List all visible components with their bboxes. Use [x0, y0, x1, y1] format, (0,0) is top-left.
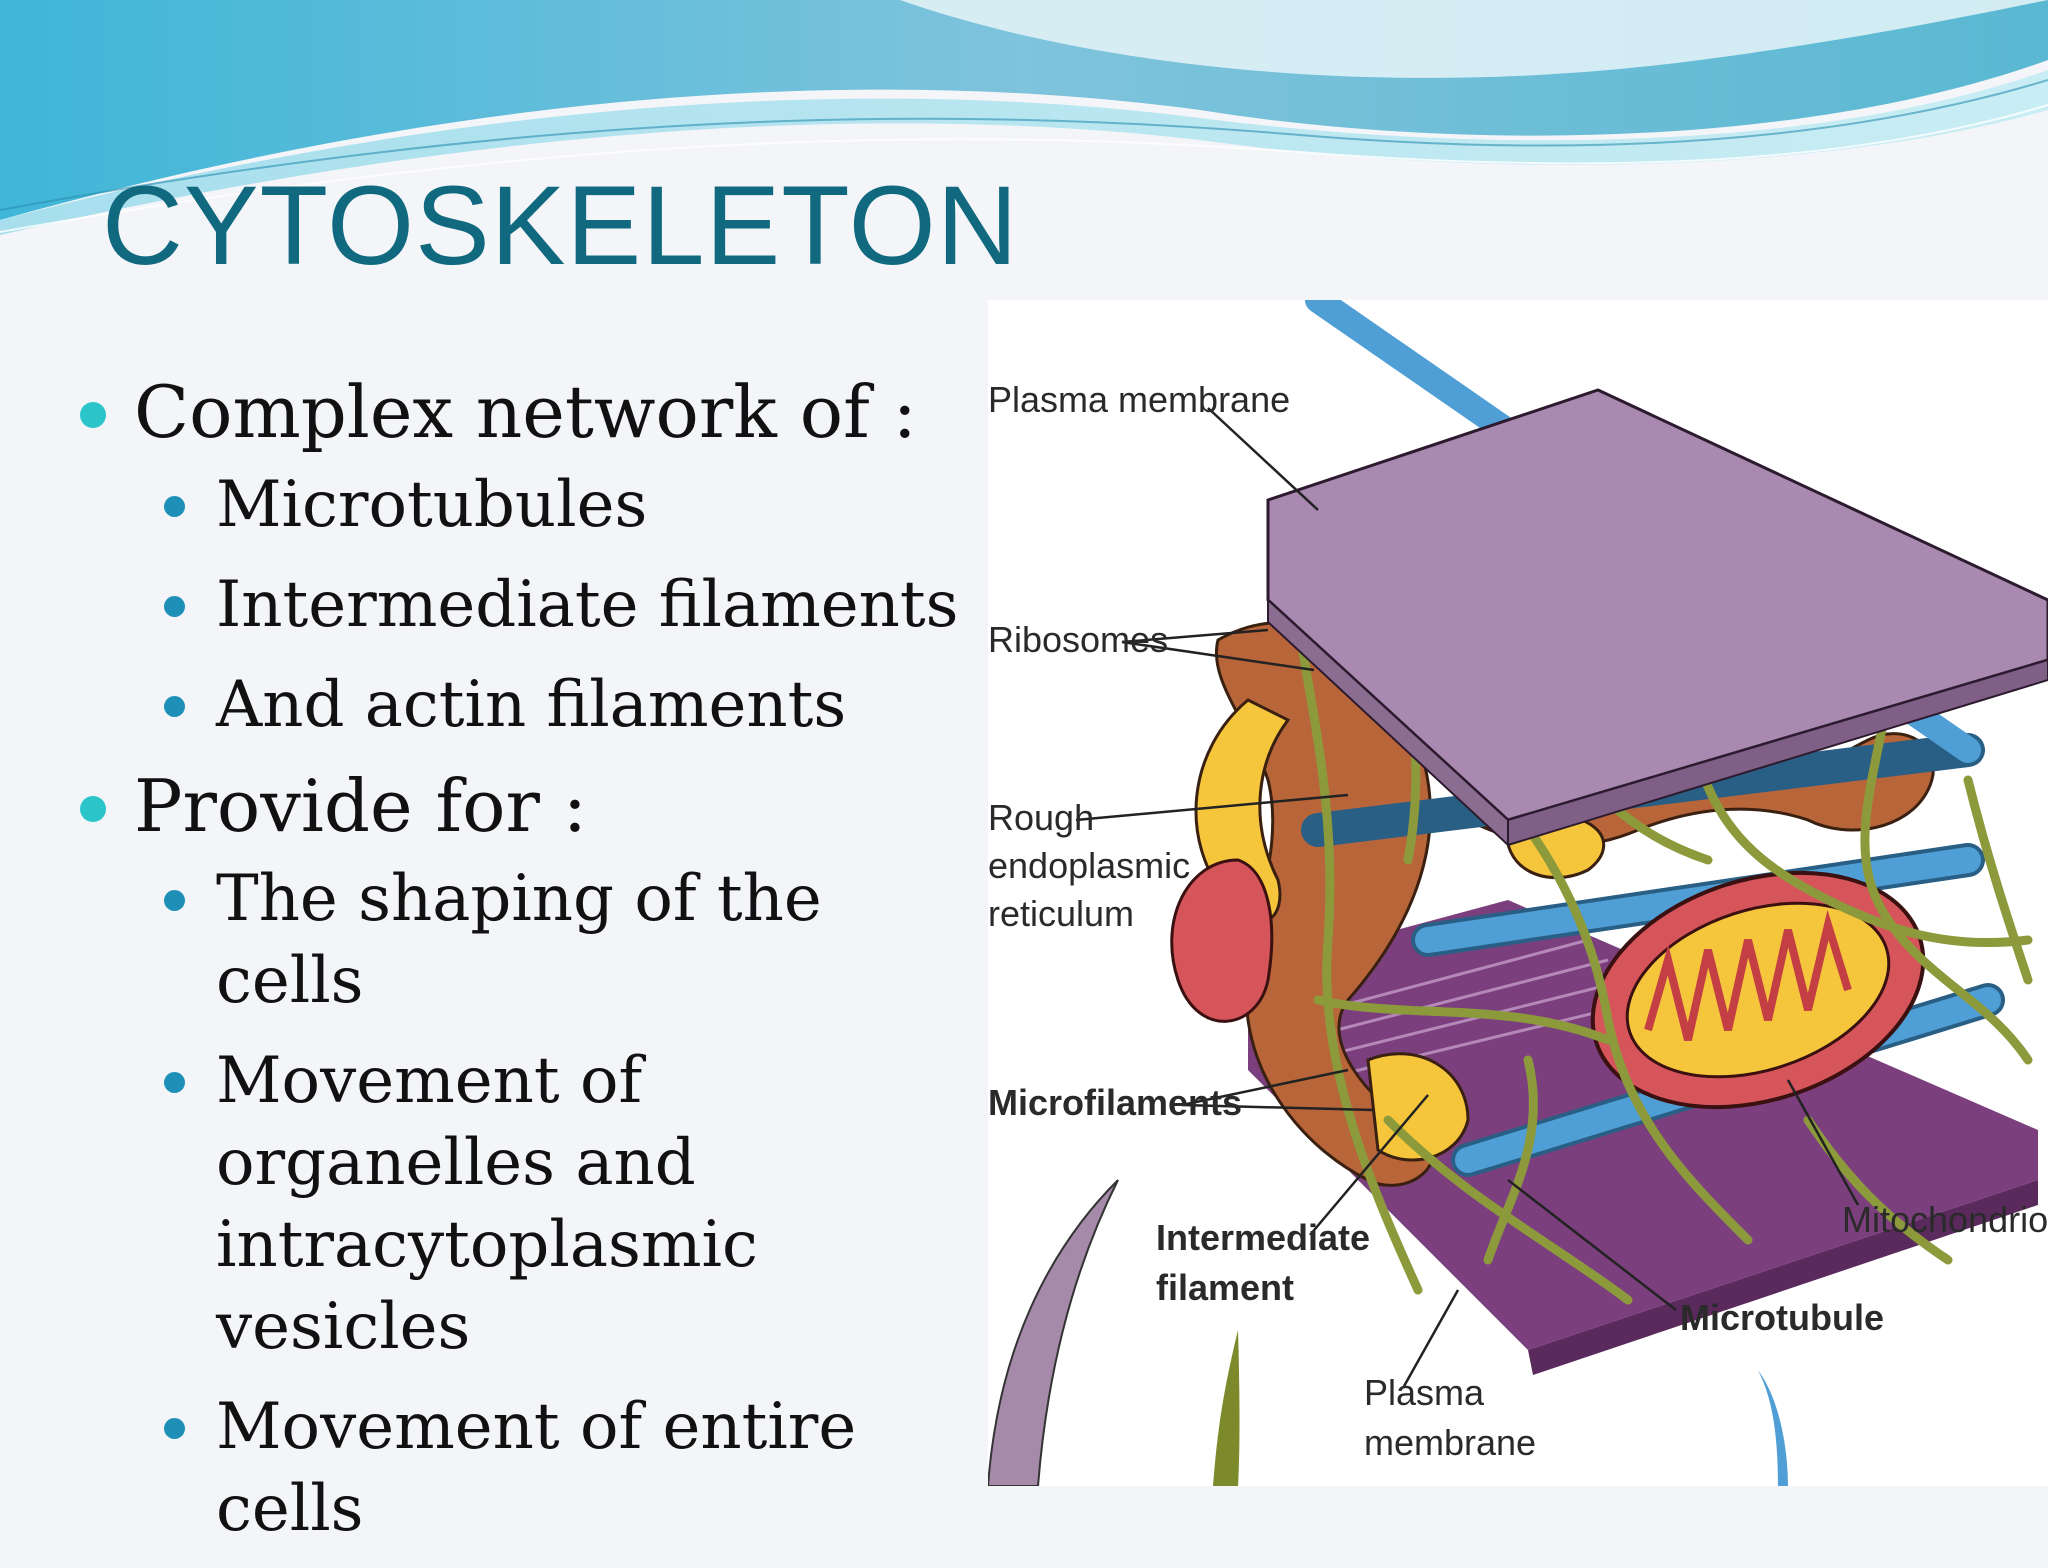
sub-bullet-text: Movement of organelles and intracytoplas… [216, 1044, 758, 1364]
label-microtubule: Microtubule [1680, 1297, 1884, 1338]
sub-bullet-text: Microtubules [216, 468, 648, 542]
sub-bullet-dot-icon [164, 1072, 185, 1093]
bullet-dot-icon [80, 796, 106, 822]
label-plasma-membrane-top: Plasma membrane [988, 379, 1290, 420]
sub-bullet-cell-movement: Movement of entire cells [134, 1386, 970, 1550]
mitochondrion-left-shape [1170, 858, 1274, 1023]
cytoskeleton-diagram: Plasma membrane Ribosomes Rough endoplas… [988, 300, 2048, 1486]
sub-bullet-text: Movement of entire cells [216, 1390, 857, 1546]
cytoskeleton-illustration: Plasma membrane Ribosomes Rough endoplas… [988, 300, 2048, 1486]
sub-bullet-organelle-movement: Movement of organelles and intracytoplas… [134, 1040, 970, 1368]
sub-bullet-text: And actin filaments [216, 668, 847, 742]
label-rough-er-line1: Rough [988, 797, 1094, 838]
microtubule-strand-shape [1758, 1370, 1788, 1486]
filament-strand-shape [1213, 1330, 1240, 1486]
label-rough-er-line2: endoplasmic [988, 845, 1190, 886]
sub-bullet-dot-icon [164, 596, 185, 617]
bullet-text: Provide for : [134, 764, 588, 848]
label-mitochondrion: Mitochondrion [1842, 1199, 2048, 1240]
label-plasma-membrane-bottom-line2: membrane [1364, 1422, 1536, 1463]
bullet-list: Complex network of : Microtubules Interm… [70, 370, 970, 1568]
label-rough-er-line3: reticulum [988, 893, 1134, 934]
sub-bullet-text: The shaping of the cells [216, 862, 822, 1018]
top-plasma-membrane [1266, 388, 2048, 848]
bullet-item-provide-for: Provide for : The shaping of the cells M… [70, 764, 970, 1550]
label-leader-lines [1075, 407, 1860, 1389]
sub-bullet-actin-filaments: And actin filaments [134, 664, 970, 746]
sub-bullet-dot-icon [164, 1418, 185, 1439]
header-wave-decoration [0, 0, 2048, 235]
label-ribosomes: Ribosomes [988, 619, 1168, 660]
mitochondrion [1590, 870, 1926, 1110]
sub-bullet-dot-icon [164, 890, 185, 911]
curved-membrane-shape [988, 1179, 1119, 1486]
bullet-item-complex-network: Complex network of : Microtubules Interm… [70, 370, 970, 746]
sub-bullet-microtubules: Microtubules [134, 464, 970, 546]
bullet-text: Complex network of : [134, 370, 917, 454]
sub-bullet-dot-icon [164, 696, 185, 717]
sub-bullet-list: Microtubules Intermediate filaments And … [134, 464, 970, 746]
label-microfilaments: Microfilaments [988, 1082, 1242, 1123]
label-intermediate-filament-line1: Intermediate [1156, 1217, 1370, 1258]
label-plasma-membrane-bottom-line1: Plasma [1364, 1372, 1485, 1413]
sub-bullet-dot-icon [164, 496, 185, 517]
sub-bullet-list: The shaping of the cells Movement of org… [134, 858, 970, 1550]
bullet-dot-icon [80, 402, 106, 428]
slide-title: CYTOSKELETON [102, 163, 1019, 288]
sub-bullet-shaping: The shaping of the cells [134, 858, 970, 1022]
label-intermediate-filament-line2: filament [1156, 1267, 1294, 1308]
sub-bullet-intermediate-filaments: Intermediate filaments [134, 564, 970, 646]
sub-bullet-text: Intermediate filaments [216, 568, 959, 642]
